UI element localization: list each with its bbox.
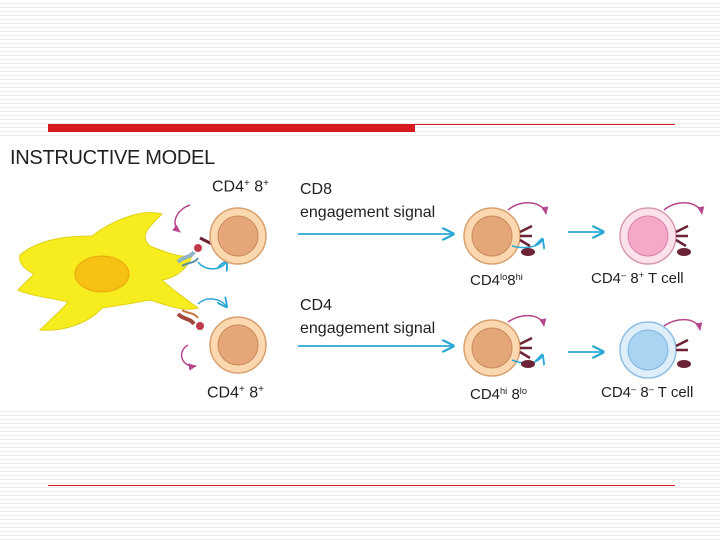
dendritic-cell (17, 212, 200, 331)
label-signal-top-line2: engagement signal (300, 204, 436, 221)
label-start-cell-top: CD4+ 8+ (212, 178, 269, 196)
label-mid-cell-bottom: CD4hi 8lo (470, 386, 528, 404)
label-cd8-t-cell: CD4– 8+ T cell (591, 270, 684, 288)
double-positive-cell-top (172, 204, 267, 269)
label-signal-top-line1: CD8 (300, 181, 333, 198)
double-positive-cell-bottom (180, 299, 267, 374)
label-signal-bottom-line2: engagement signal (300, 320, 436, 337)
mhc-tcr-contact-bottom (176, 309, 204, 330)
slide-divider-top (415, 124, 675, 125)
label-signal-bottom-line1: CD4 (300, 297, 333, 314)
label-mid-cell-top: CD4lo8hi (470, 272, 523, 290)
slide-accent-bar (48, 124, 415, 132)
intermediate-cell-bottom (463, 314, 547, 377)
intermediate-cell-top (463, 202, 549, 265)
label-cd4-t-cell: CD4– 8– T cell (601, 384, 694, 402)
mhc-tcr-contact-top (176, 236, 213, 267)
cd8-t-cell (619, 202, 705, 265)
cd4-t-cell (619, 318, 703, 379)
diagram-title: INSTRUCTIVE MODEL (10, 147, 215, 169)
label-start-cell-bottom: CD4+ 8+ (207, 384, 264, 402)
dendritic-nucleus (74, 255, 130, 293)
slide-divider-bottom (48, 485, 675, 486)
